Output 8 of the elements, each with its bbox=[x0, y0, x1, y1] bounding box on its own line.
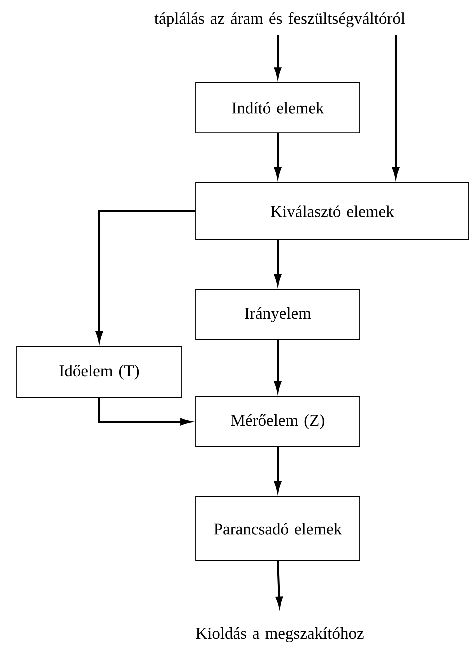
process-box: Parancsadó elemek bbox=[196, 496, 360, 562]
process-box: Irányelem bbox=[196, 290, 360, 340]
process-box: Indító elemek bbox=[196, 82, 360, 134]
process-box: Mérőelem (Z) bbox=[196, 396, 360, 448]
process-box: Időelem (T) bbox=[16, 346, 182, 398]
flow-text: Kioldás a megszakítóhoz bbox=[196, 628, 364, 643]
flow-text: táplálás az áram és feszültségváltóról bbox=[154, 12, 406, 28]
process-box: Kiválasztó elemek bbox=[196, 182, 470, 240]
